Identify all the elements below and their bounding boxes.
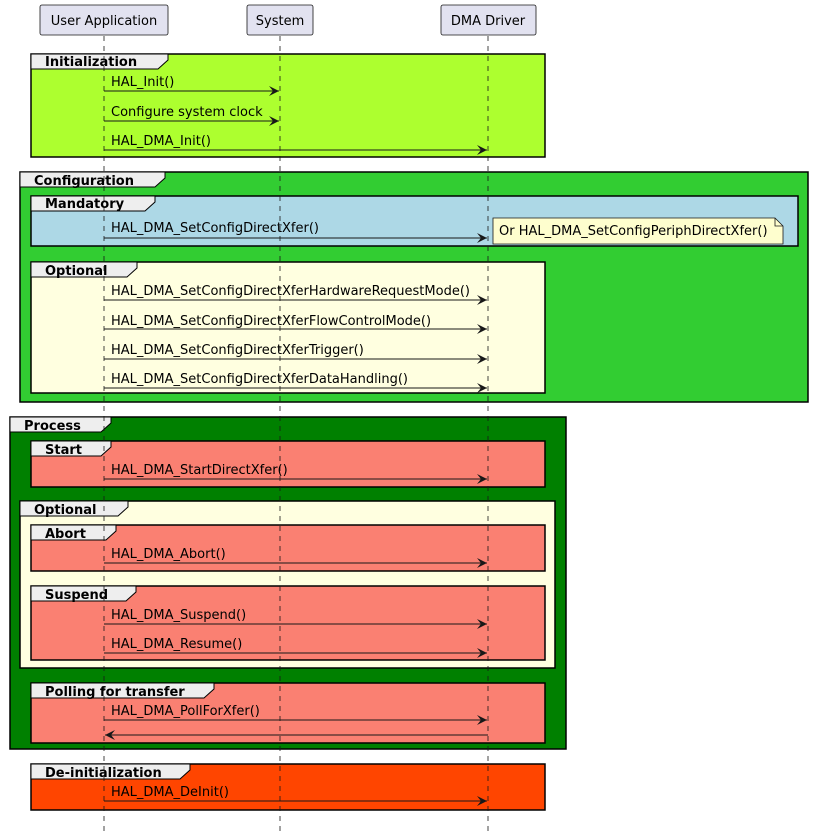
message-hw-request-mode: HAL_DMA_SetConfigDirectXferHardwareReque… [104, 284, 487, 305]
message-config-clock: Configure system clock [104, 105, 279, 126]
group-optional-config-tab [30, 261, 138, 278]
group-configuration-label: Configuration [34, 174, 134, 189]
participant-dma-driver-label: DMA Driver [451, 14, 526, 29]
message-hw-request-mode-label: HAL_DMA_SetConfigDirectXferHardwareReque… [111, 284, 470, 299]
message-set-config-direct: HAL_DMA_SetConfigDirectXfer() [104, 221, 487, 243]
group-initialization-label: Initialization [45, 55, 137, 70]
message-start-direct-label: HAL_DMA_StartDirectXfer() [111, 463, 288, 478]
group-abort: Abort [30, 524, 546, 572]
group-abort-tab [30, 524, 117, 541]
participant-system: System [246, 4, 314, 36]
message-abort: HAL_DMA_Abort() [104, 547, 487, 568]
note-periph-direct-box [492, 217, 784, 245]
note-periph-direct-label: Or HAL_DMA_SetConfigPeriphDirectXfer() [499, 224, 768, 239]
participant-dma-driver: DMA Driver [440, 4, 537, 36]
participant-system-box [246, 4, 314, 36]
group-start: Start [30, 440, 546, 488]
message-set-config-direct-label: HAL_DMA_SetConfigDirectXfer() [111, 221, 319, 236]
group-polling: Polling for transfer [30, 682, 546, 744]
message-deinit: HAL_DMA_DeInit() [104, 785, 487, 806]
group-start-label: Start [45, 443, 82, 458]
group-initialization-box [30, 53, 546, 158]
group-abort-label: Abort [45, 527, 86, 542]
group-start-tab [30, 440, 112, 457]
group-configuration-tab [19, 171, 166, 188]
group-process-label: Process [24, 419, 81, 434]
participant-user-application-box [39, 4, 169, 36]
message-flow-control-mode-label: HAL_DMA_SetConfigDirectXferFlowControlMo… [111, 314, 431, 329]
participant-user-application: User Application [39, 4, 169, 36]
message-suspend: HAL_DMA_Suspend() [104, 608, 487, 629]
participant-user-application-label: User Application [51, 14, 157, 29]
message-trigger: HAL_DMA_SetConfigDirectXferTrigger() [104, 343, 487, 364]
group-optional-config-label: Optional [45, 264, 107, 279]
group-optional-process-tab [19, 500, 129, 517]
note-periph-direct-fold [774, 218, 783, 227]
message-resume: HAL_DMA_Resume() [104, 637, 487, 658]
group-deinit-label: De-initialization [45, 766, 162, 781]
group-mandatory-label: Mandatory [45, 197, 125, 212]
message-data-handling-label: HAL_DMA_SetConfigDirectXferDataHandling(… [111, 372, 408, 387]
note-periph-direct: Or HAL_DMA_SetConfigPeriphDirectXfer() [492, 217, 784, 245]
message-abort-label: HAL_DMA_Abort() [111, 547, 226, 562]
message-poll: HAL_DMA_PollForXfer() [104, 704, 487, 725]
group-initialization-tab [30, 53, 169, 70]
message-flow-control-mode: HAL_DMA_SetConfigDirectXferFlowControlMo… [104, 314, 487, 334]
group-suspend: Suspend [30, 585, 546, 661]
group-optional-config-box [30, 261, 546, 394]
message-suspend-label: HAL_DMA_Suspend() [111, 608, 246, 623]
message-hal-init-label: HAL_Init() [111, 75, 174, 90]
participant-system-label: System [256, 14, 304, 29]
message-dma-init-label: HAL_DMA_Init() [111, 134, 211, 149]
message-dma-init: HAL_DMA_Init() [104, 134, 487, 155]
group-initialization: Initialization [30, 53, 546, 158]
group-suspend-label: Suspend [45, 588, 108, 603]
group-polling-label: Polling for transfer [45, 685, 185, 700]
participant-dma-driver-box [440, 4, 537, 36]
group-deinit: De-initialization [30, 763, 546, 811]
lifelines [103, 36, 489, 832]
group-deinit-tab [30, 763, 191, 780]
message-hal-init: HAL_Init() [104, 75, 279, 96]
message-poll-label: HAL_DMA_PollForXfer() [111, 704, 260, 719]
group-polling-tab [30, 682, 215, 699]
message-data-handling: HAL_DMA_SetConfigDirectXferDataHandling(… [104, 372, 487, 393]
message-trigger-label: HAL_DMA_SetConfigDirectXferTrigger() [111, 343, 364, 358]
messages: HAL_Init() Configure system clock HAL_DM… [104, 75, 488, 806]
group-optional-process-label: Optional [34, 503, 96, 518]
group-mandatory-tab [30, 195, 156, 212]
message-deinit-label: HAL_DMA_DeInit() [111, 785, 229, 800]
message-resume-label: HAL_DMA_Resume() [111, 637, 242, 652]
group-optional-config: Optional [30, 261, 546, 394]
group-process-tab [9, 416, 112, 433]
message-config-clock-label: Configure system clock [111, 105, 263, 120]
group-suspend-tab [30, 585, 137, 602]
message-start-direct: HAL_DMA_StartDirectXfer() [104, 463, 487, 484]
